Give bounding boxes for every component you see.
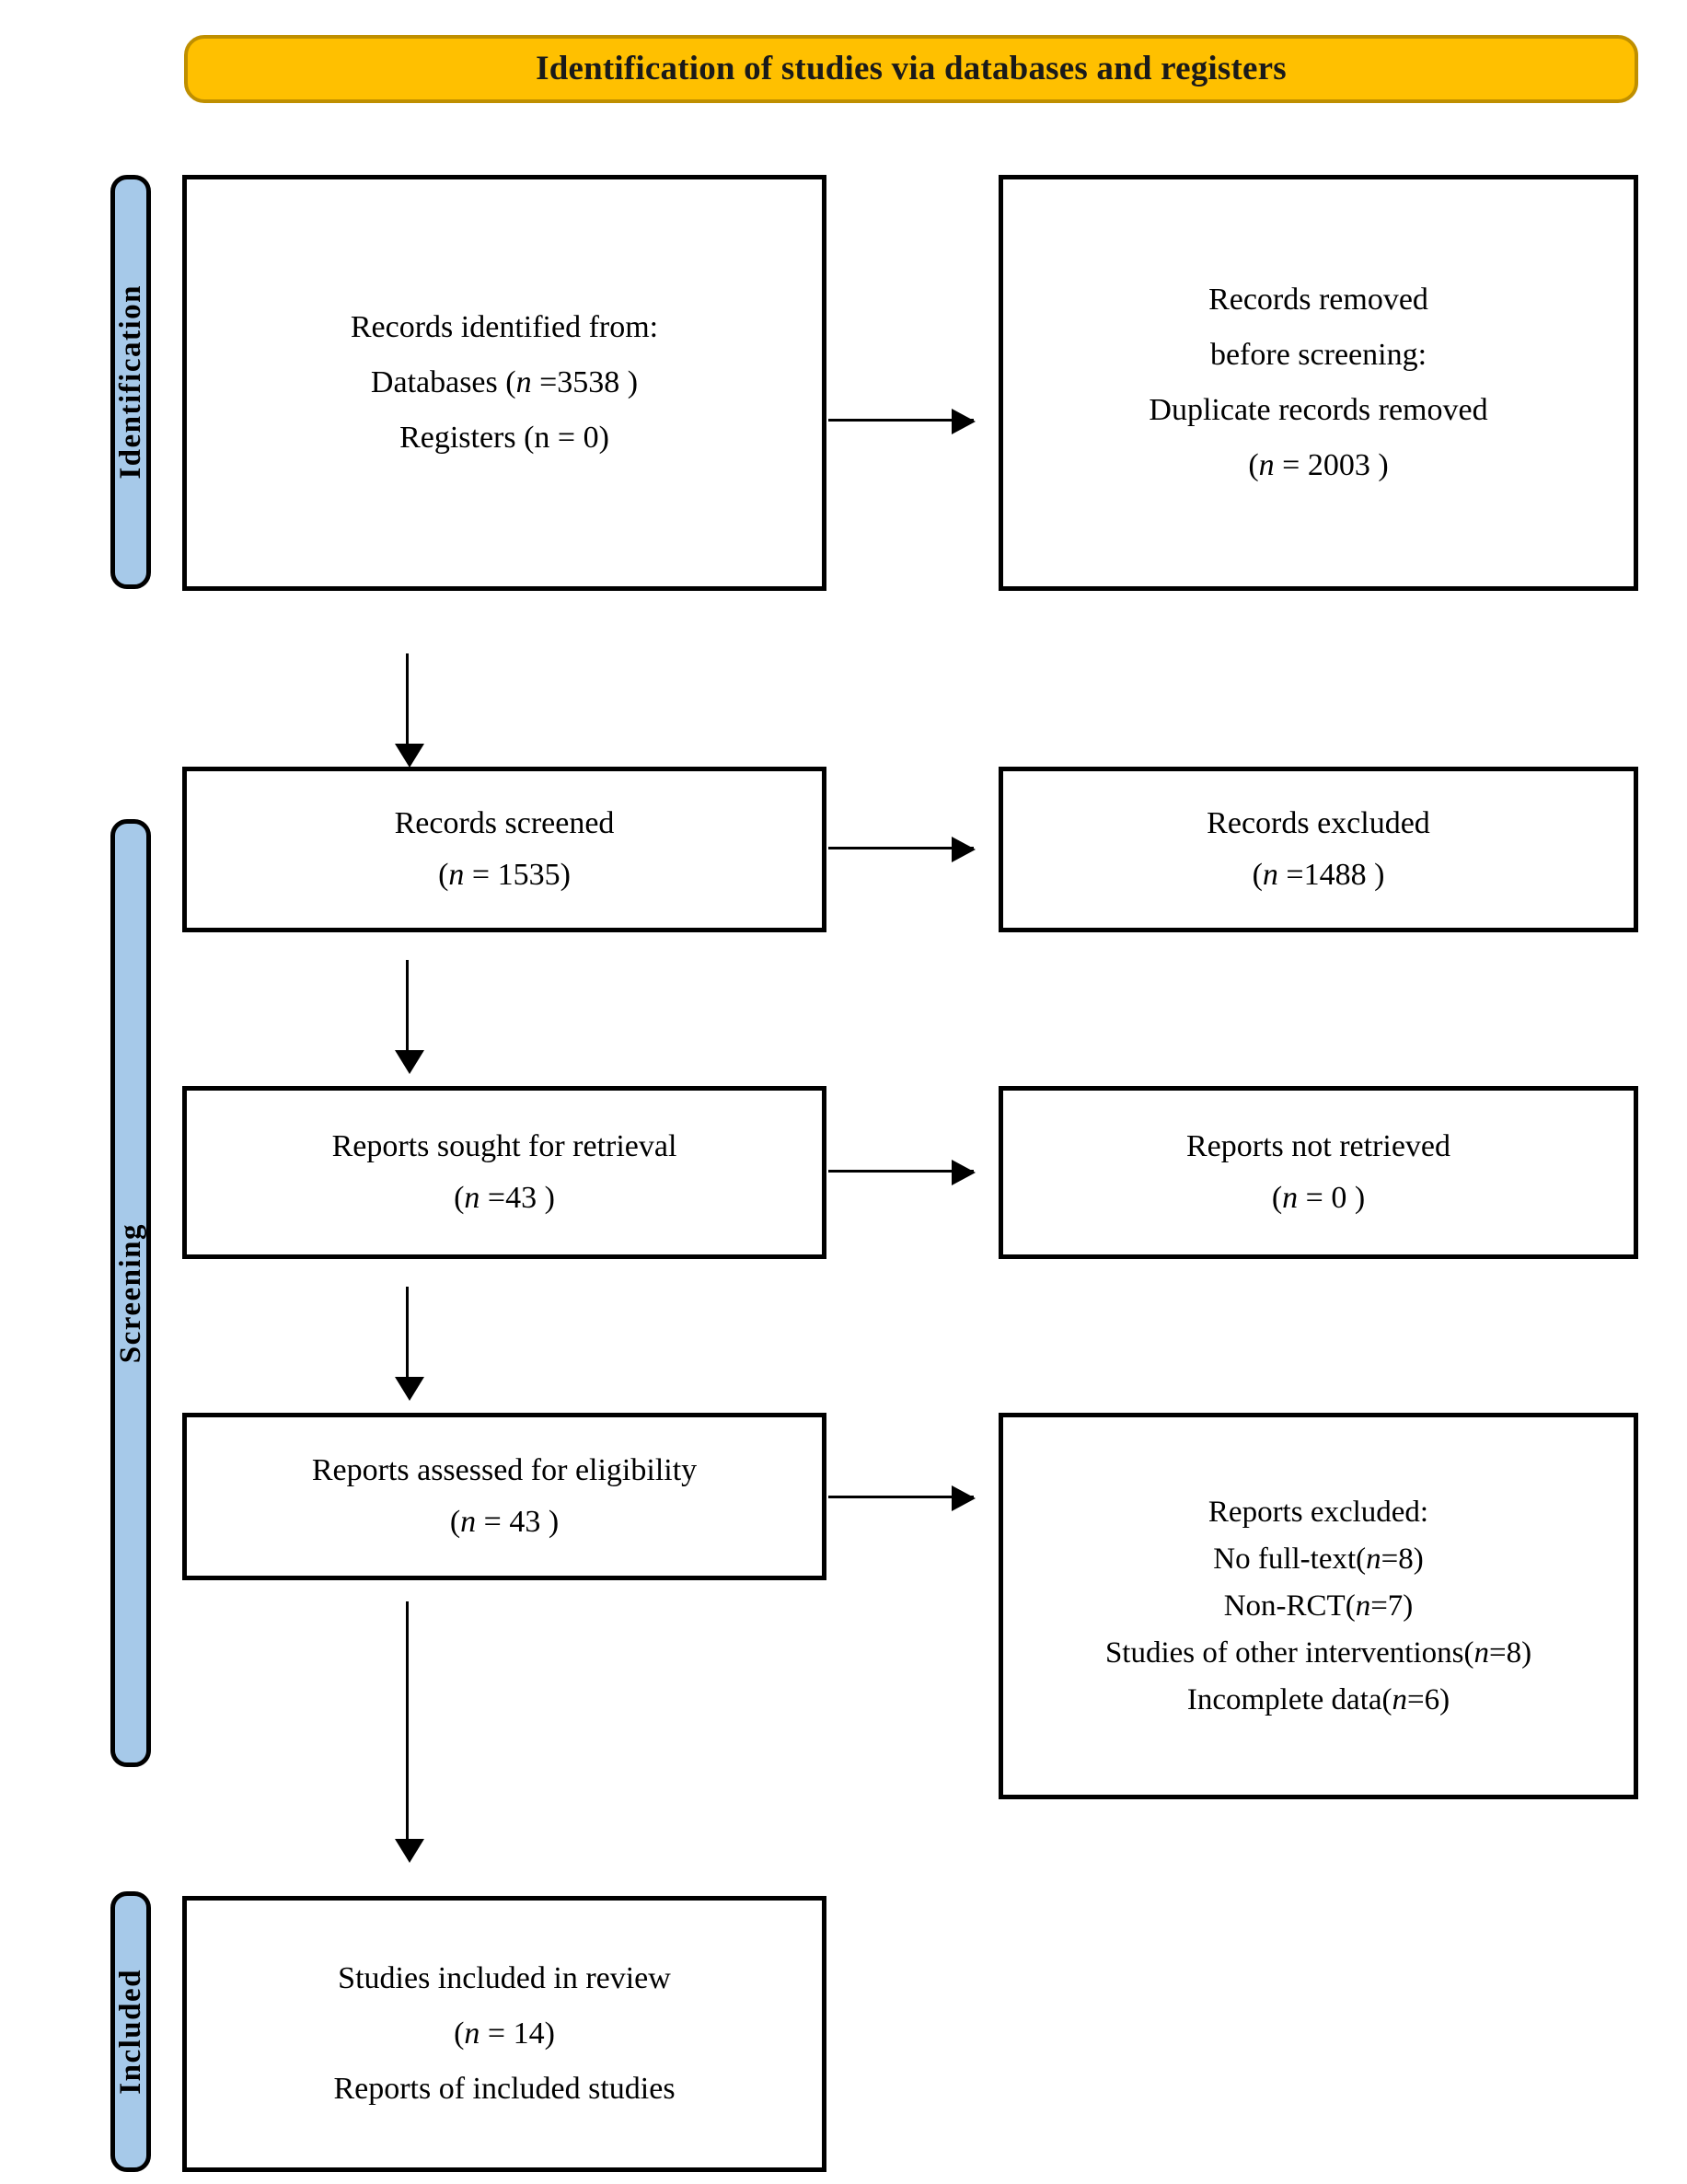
studies-included-line-2: (n = 14) — [454, 2018, 555, 2050]
arrow-assessed-to-reports-excluded — [828, 1485, 976, 1511]
excluded-count: =1488 ) — [1277, 858, 1385, 892]
screened-count: = 1535) — [464, 858, 571, 892]
n-symbol: n — [515, 365, 532, 399]
other-interventions-count: =8) — [1488, 1635, 1532, 1670]
n-symbol: n — [1392, 1682, 1408, 1716]
reports-excluded-line-5: Incomplete data(n=6) — [1186, 1682, 1450, 1716]
reports-not-retrieved-line-2: (n = 0 ) — [1272, 1183, 1365, 1214]
included-count: = 14) — [480, 2016, 555, 2051]
n-symbol: n — [1262, 858, 1278, 892]
sought-prefix: ( — [454, 1181, 465, 1215]
duplicates-count: = 2003 ) — [1274, 448, 1389, 482]
reports-excluded-line-4: Studies of other interventions(n=8) — [1104, 1635, 1532, 1670]
node-records-removed: Records removed before screening: Duplic… — [999, 175, 1638, 591]
reports-excluded-line-2: No full-text(n=8) — [1213, 1542, 1424, 1576]
reports-assessed-line-2: (n = 43 ) — [450, 1507, 559, 1538]
records-screened-line-1: Records screened — [394, 806, 615, 840]
n-symbol: n — [464, 1181, 480, 1215]
records-identified-line-1: Records identified from: — [350, 310, 659, 344]
non-rct-count: =7) — [1370, 1589, 1414, 1623]
stage-label-identification: Identification — [113, 284, 147, 480]
node-reports-excluded: Reports excluded: No full-text(n=8) Non-… — [999, 1413, 1638, 1799]
n-symbol: n — [1366, 1542, 1381, 1576]
n-symbol: n — [464, 2016, 480, 2051]
non-rct-prefix: Non-RCT( — [1223, 1589, 1356, 1623]
node-reports-assessed: Reports assessed for eligibility (n = 43… — [182, 1413, 826, 1580]
stage-bar-screening: Screening — [110, 819, 151, 1767]
reports-not-retrieved-line-1: Reports not retrieved — [1185, 1129, 1451, 1163]
records-excluded-line-2: (n =1488 ) — [1253, 860, 1385, 891]
arrow-identified-to-screened — [395, 653, 424, 768]
records-removed-line-4: (n = 2003 ) — [1248, 450, 1388, 481]
records-removed-line-2: before screening: — [1209, 338, 1427, 372]
studies-included-line-1: Studies included in review — [338, 1961, 671, 1995]
reports-sought-line-2: (n =43 ) — [454, 1183, 555, 1214]
arrow-identified-to-removed — [828, 409, 976, 434]
duplicates-prefix: ( — [1248, 448, 1259, 482]
screened-prefix: ( — [438, 858, 449, 892]
other-interventions-prefix: Studies of other interventions( — [1104, 1635, 1474, 1670]
node-reports-not-retrieved: Reports not retrieved (n = 0 ) — [999, 1086, 1638, 1259]
incomplete-data-count: =6) — [1407, 1682, 1450, 1716]
records-excluded-line-1: Records excluded — [1207, 806, 1430, 840]
not-retrieved-count: = 0 ) — [1298, 1181, 1366, 1215]
arrow-screened-to-sought — [395, 960, 424, 1074]
n-symbol: n — [460, 1505, 477, 1539]
sought-count: =43 ) — [480, 1181, 555, 1215]
records-removed-line-1: Records removed — [1208, 283, 1428, 317]
n-symbol: n — [1282, 1181, 1299, 1215]
studies-included-line-3: Reports of included studies — [333, 2072, 676, 2106]
databases-count: =3538 ) — [531, 365, 639, 399]
stage-bar-identification: Identification — [110, 175, 151, 589]
arrow-screened-to-excluded — [828, 837, 976, 862]
node-records-screened: Records screened (n = 1535) — [182, 767, 826, 932]
stage-label-included: Included — [113, 1969, 147, 2095]
assessed-prefix: ( — [449, 1505, 461, 1539]
identification-banner: Identification of studies via databases … — [184, 35, 1638, 103]
reports-excluded-line-3: Non-RCT(n=7) — [1223, 1589, 1414, 1623]
records-identified-line-3: Registers (n = 0) — [399, 421, 609, 455]
stage-label-screening: Screening — [113, 1222, 147, 1364]
arrow-sought-to-not-retrieved — [828, 1160, 976, 1185]
reports-excluded-line-1: Reports excluded: — [1207, 1495, 1429, 1529]
excluded-prefix: ( — [1252, 858, 1263, 892]
records-identified-line-2: Databases (n =3538 ) — [371, 367, 638, 399]
n-symbol: n — [1258, 448, 1275, 482]
included-prefix: ( — [454, 2016, 465, 2051]
node-records-excluded: Records excluded (n =1488 ) — [999, 767, 1638, 932]
n-symbol: n — [1473, 1635, 1489, 1670]
banner-title: Identification of studies via databases … — [536, 49, 1287, 87]
reports-assessed-line-1: Reports assessed for eligibility — [311, 1453, 698, 1487]
arrow-assessed-to-included — [395, 1601, 424, 1863]
databases-label-prefix: Databases ( — [370, 365, 516, 399]
node-reports-sought: Reports sought for retrieval (n =43 ) — [182, 1086, 826, 1259]
no-full-text-count: =8) — [1381, 1542, 1424, 1576]
reports-sought-line-1: Reports sought for retrieval — [331, 1129, 677, 1163]
n-symbol: n — [1355, 1589, 1371, 1623]
n-symbol: n — [448, 858, 465, 892]
assessed-count: = 43 ) — [476, 1505, 560, 1539]
incomplete-data-prefix: Incomplete data( — [1186, 1682, 1392, 1716]
stage-bar-included: Included — [110, 1891, 151, 2172]
records-screened-line-2: (n = 1535) — [438, 860, 571, 891]
node-studies-included: Studies included in review (n = 14) Repo… — [182, 1896, 826, 2172]
node-records-identified: Records identified from: Databases (n =3… — [182, 175, 826, 591]
arrow-sought-to-assessed — [395, 1287, 424, 1401]
not-retrieved-prefix: ( — [1271, 1181, 1283, 1215]
records-removed-line-3: Duplicate records removed — [1149, 393, 1488, 427]
no-full-text-prefix: No full-text( — [1213, 1542, 1367, 1576]
